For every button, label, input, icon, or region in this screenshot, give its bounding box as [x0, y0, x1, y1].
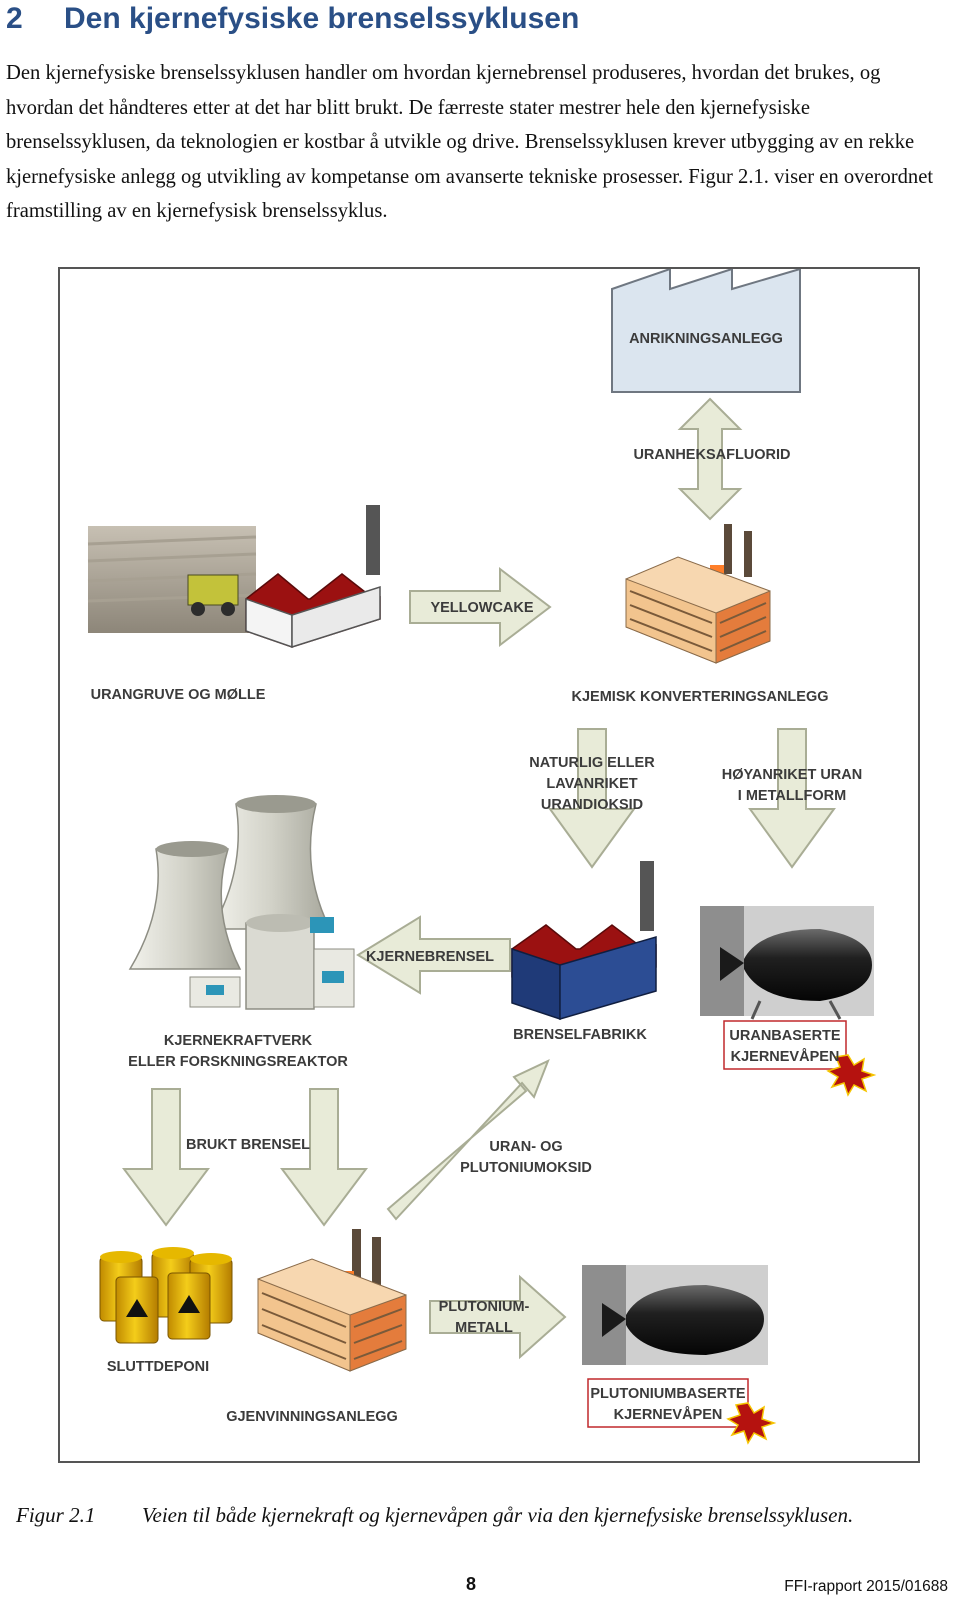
arrow-heu-metal — [748, 728, 836, 869]
arrow-spent-fuel-right — [280, 1088, 368, 1227]
plutonium-bomb-photo — [582, 1265, 768, 1365]
label-fuel: KJERNEBRENSEL — [366, 949, 494, 965]
arrow-natural-uo2 — [548, 728, 636, 869]
mill-building-icon — [245, 505, 381, 649]
label-natural-uo2-1: NATURLIG ELLER — [529, 755, 655, 771]
label-heu-metal-2: I METALLFORM — [738, 788, 846, 804]
label-uranium-weapons-2: KJERNEVÅPEN — [731, 1048, 840, 1065]
arrow-fuel — [356, 915, 511, 995]
label-mine-mill: URANGRUVE OG MØLLE — [91, 687, 266, 703]
plutonium-weapons-box — [587, 1378, 777, 1445]
label-heu-metal-1: HØYANRIKET URAN — [722, 767, 862, 783]
caption-text: Veien til både kjernekraft og kjernevåpe… — [142, 1503, 854, 1527]
fuel-cycle-diagram: ANRIKNINGSANLEGG URANHEKSAFLUORID YELLOW… — [87, 269, 877, 1445]
label-fuel-factory: BRENSELFABRIKK — [513, 1027, 647, 1043]
label-conversion-plant: KJEMISK KONVERTERINGSANLEGG — [572, 689, 829, 705]
waste-barrels-icon — [99, 1247, 233, 1344]
uranium-mine-photo — [87, 526, 257, 633]
arrow-mox — [386, 1059, 550, 1221]
figure-caption: Figur 2.1 Veien til både kjernekraft og k… — [16, 1503, 956, 1528]
section-number: 2 — [6, 2, 23, 35]
label-plutonium-metal-2: METALL — [455, 1320, 513, 1336]
arrow-uf6-double — [677, 397, 743, 521]
arrow-yellowcake — [409, 566, 552, 648]
intro-paragraph: Den kjernefysiske brenselssyklusen handl… — [6, 62, 934, 222]
arrow-spent-fuel-left — [122, 1088, 210, 1227]
label-yellowcake: YELLOWCAKE — [430, 600, 533, 616]
label-repository: SLUTTDEPONI — [107, 1359, 209, 1375]
uranium-weapons-box — [723, 1020, 877, 1097]
label-natural-uo2-2: LAVANRIKET — [546, 776, 637, 792]
label-plutonium-weapons-2: KJERNEVÅPEN — [614, 1406, 723, 1423]
label-uranium-weapons-1: URANBASERTE — [729, 1028, 841, 1044]
section-title: Den kjernefysiske brenselssyklusen — [64, 2, 580, 35]
power-plant-icon — [128, 795, 355, 1010]
report-id: FFI-rapport 2015/01688 — [784, 1578, 948, 1595]
arrow-plutonium-metal — [429, 1274, 567, 1360]
label-spent-fuel: BRUKT BRENSEL — [186, 1137, 310, 1153]
page-number: 8 — [466, 1574, 477, 1594]
label-plutonium-metal-1: PLUTONIUM- — [439, 1299, 530, 1315]
conversion-plant-icon — [625, 524, 771, 664]
label-enrichment-plant: ANRIKNINGSANLEGG — [629, 331, 783, 347]
label-natural-uo2-3: URANDIOKSID — [541, 797, 643, 813]
label-mox-1: URAN- OG — [489, 1139, 562, 1155]
fuel-factory-icon — [511, 861, 657, 1021]
caption-label: Figur 2.1 — [16, 1503, 96, 1527]
label-power-plant-1: KJERNEKRAFTVERK — [164, 1033, 313, 1049]
fuel-cycle-figure: ANRIKNINGSANLEGG URANHEKSAFLUORID YELLOW… — [58, 267, 920, 1463]
reprocessing-plant-icon — [257, 1229, 407, 1372]
label-uf6: URANHEKSAFLUORID — [633, 447, 790, 463]
uranium-bomb-photo — [700, 906, 874, 1020]
section-heading: 2 Den kjernefysiske brenselssyklusen — [6, 2, 946, 36]
label-power-plant-2: ELLER FORSKNINGSREAKTOR — [128, 1054, 348, 1070]
label-plutonium-weapons-1: PLUTONIUMBASERTE — [590, 1386, 746, 1402]
enrichment-plant-icon — [611, 269, 801, 393]
label-reprocessing: GJENVINNINGSANLEGG — [226, 1409, 398, 1425]
label-mox-2: PLUTONIUMOKSID — [460, 1160, 592, 1176]
